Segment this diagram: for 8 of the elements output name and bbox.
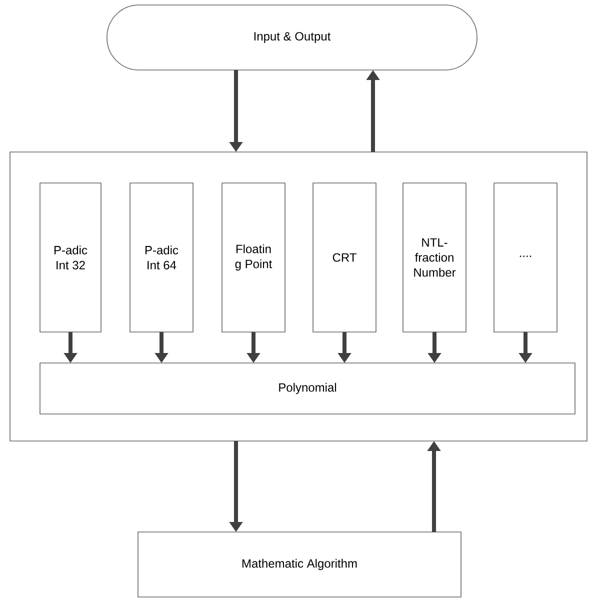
process-box: Polynomial [40, 362, 576, 414]
process-box: NTL-fraction Number [402, 182, 466, 332]
process-box: Mathematic Algorithm [138, 532, 462, 598]
process-box: P-adic Int 32 [40, 182, 102, 332]
process-box: .... [494, 182, 558, 332]
process-box: CRT [312, 182, 376, 332]
process-box: Floatin g Point [222, 182, 286, 332]
process-box: P-adic Int 64 [130, 182, 194, 332]
